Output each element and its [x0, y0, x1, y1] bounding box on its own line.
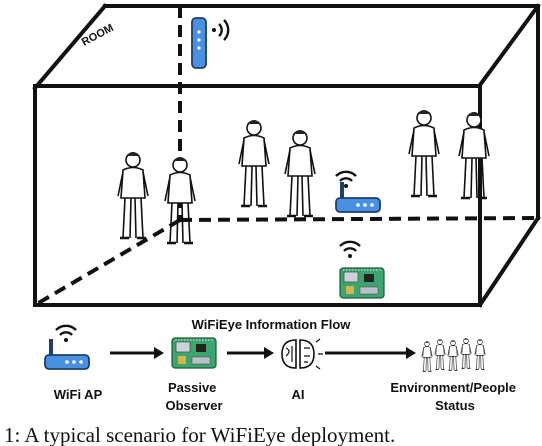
person [407, 108, 441, 198]
wall-router [191, 17, 230, 69]
flow-title: WiFiEye Information Flow [192, 317, 352, 332]
flow-label-passive-observer: Passive Observer [165, 380, 222, 413]
room-router [334, 170, 381, 213]
person [237, 118, 271, 208]
person [457, 110, 491, 200]
figure-caption: 1: A typical scenario for WiFiEye deploy… [4, 423, 395, 446]
flow-label-ai: AI [292, 387, 305, 402]
flow-ai-icon [281, 338, 323, 370]
person [283, 128, 317, 218]
flow-label-environment-status: Environment/People Status [390, 380, 519, 413]
room-box [32, 3, 541, 308]
room-observer-board [338, 240, 385, 299]
flow-arrows [110, 347, 416, 359]
person [116, 150, 150, 240]
room-label: ROOM [80, 22, 116, 49]
flow-people-icon [421, 337, 486, 372]
flow-observer-icon [171, 337, 217, 369]
flow-label-wifi-ap: WiFi AP [54, 387, 103, 402]
flow-wifi-ap-icon [44, 324, 90, 370]
person [163, 155, 197, 245]
